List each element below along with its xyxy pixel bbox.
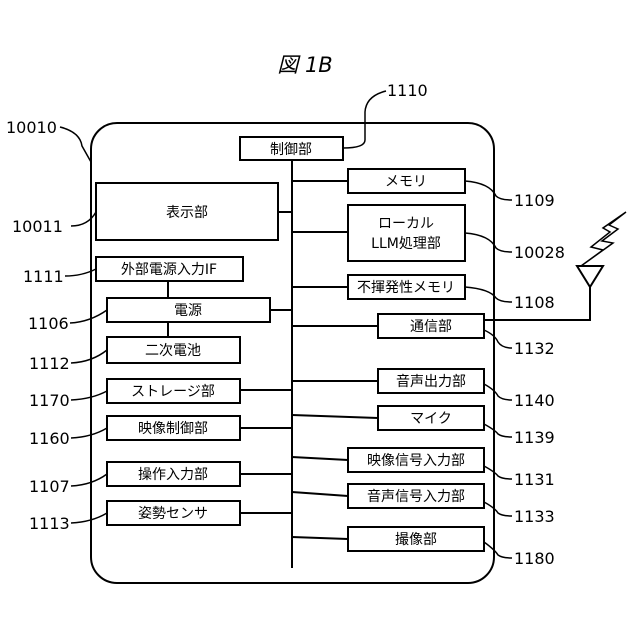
ref-10011: 10011: [12, 217, 63, 236]
ref-1133: 1133: [514, 507, 555, 526]
leader-1140: [484, 384, 512, 400]
ref-1107: 1107: [29, 477, 70, 496]
ref-1112: 1112: [29, 354, 70, 373]
ref-1140: 1140: [514, 391, 555, 410]
mic-label: マイク: [410, 411, 452, 427]
ref-1111: 1111: [23, 267, 64, 286]
ref-1139: 1139: [514, 428, 555, 447]
power-label: 電源: [174, 303, 202, 319]
ref-1170: 1170: [29, 391, 70, 410]
ref-1110: 1110: [387, 81, 428, 100]
leader-1160: [71, 428, 107, 438]
ref-10028: 10028: [514, 243, 565, 262]
bus-link-camera: [292, 537, 348, 539]
local-llm-label-line2: LLM処理部: [371, 236, 441, 252]
leader-1180: [484, 542, 512, 558]
video-ctrl-label: 映像制御部: [138, 421, 208, 437]
leader-1109: [465, 181, 512, 200]
leader-10011: [71, 212, 96, 226]
memory-label: メモリ: [385, 174, 427, 190]
ref-1113: 1113: [29, 514, 70, 533]
leader-10028: [465, 233, 512, 252]
ref-1180: 1180: [514, 549, 555, 568]
bus-link-mic: [292, 415, 378, 418]
posture-sensor-label: 姿勢センサ: [138, 506, 208, 522]
display-label: 表示部: [166, 205, 208, 221]
ref-1132: 1132: [514, 339, 555, 358]
leader-1170: [71, 391, 107, 400]
ref-1106: 1106: [28, 314, 69, 333]
local-llm-label-line1: ローカル: [378, 216, 434, 232]
bus-link-audio-in: [292, 492, 348, 496]
leader-1133: [484, 502, 512, 516]
audio-out-label: 音声出力部: [396, 373, 466, 390]
ref-1108: 1108: [514, 293, 555, 312]
ref-10010: 10010: [6, 118, 57, 137]
figure-title: 図 1B: [277, 53, 332, 77]
ref-1160: 1160: [29, 429, 70, 448]
leader-1139: [484, 424, 512, 437]
antenna-icon: [577, 266, 603, 287]
leader-10010: [60, 127, 91, 162]
storage-label: ストレージ部: [131, 384, 215, 400]
leader-1110: [343, 91, 386, 148]
camera-label: 撮像部: [395, 531, 437, 548]
leader-1131: [484, 466, 512, 479]
battery-label: 二次電池: [145, 343, 201, 359]
operation-input-label: 操作入力部: [138, 467, 208, 483]
comm-label: 通信部: [410, 319, 452, 335]
controller-label: 制御部: [270, 142, 312, 158]
ref-1109: 1109: [514, 191, 555, 210]
nonvolatile-memory-label: 不揮発性メモリ: [357, 280, 455, 296]
leader-1132: [484, 330, 512, 348]
video-in-label: 映像信号入力部: [367, 453, 465, 469]
leader-1107: [71, 474, 107, 486]
bus-link-video-in: [292, 457, 348, 460]
lightning-bolt-icon: [581, 212, 626, 266]
ref-1131: 1131: [514, 470, 555, 489]
ext-power-if-label: 外部電源入力IF: [121, 262, 217, 278]
leader-1106: [70, 310, 107, 323]
leader-1108: [465, 287, 512, 302]
audio-in-label: 音声信号入力部: [367, 488, 465, 505]
local-llm-block: [348, 205, 465, 261]
leader-1113: [71, 513, 107, 523]
leader-1112: [71, 350, 107, 363]
